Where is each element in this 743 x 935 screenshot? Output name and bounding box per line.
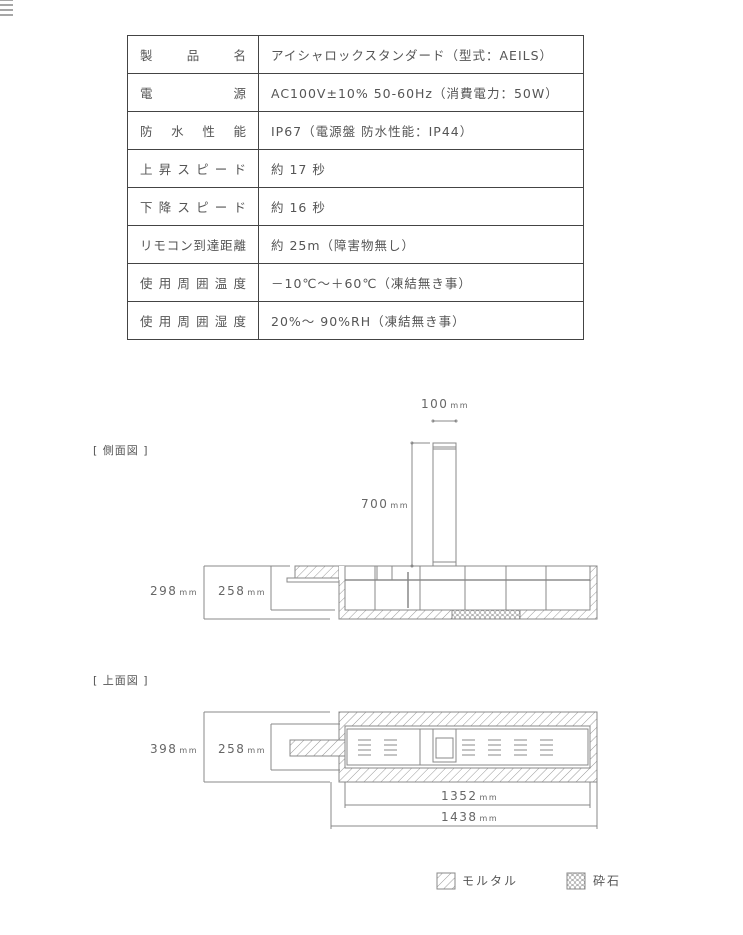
row-value: AC100V±10% 50-60Hz（消費電力：50W）: [258, 73, 584, 112]
row-value: 約 16 秒: [258, 187, 584, 226]
side-view-title: [ 側面図 ]: [93, 444, 149, 457]
row-value: アイシャロックスタンダード（型式：AEILS）: [258, 35, 584, 74]
unit-housing: [344, 565, 591, 611]
legend-gravel-label: 砕石: [593, 874, 622, 888]
mortar-pipe: [289, 739, 346, 757]
row-label: 上昇スピード: [127, 149, 259, 188]
row-value: 約 25m（障害物無し）: [258, 225, 584, 264]
control-box: [432, 728, 457, 763]
row-label: 使用周囲湿度: [127, 301, 259, 340]
table-row: リモコン到達距離約 25m（障害物無し）: [127, 225, 584, 264]
row-label: リモコン到達距離: [127, 225, 259, 264]
row-value: －10℃～＋60℃（凍結無き事）: [258, 263, 584, 302]
bollard-post: [432, 442, 457, 567]
row-value: IP67（電源盤 防水性能：IP44）: [258, 111, 584, 150]
row-value: 約 17 秒: [258, 149, 584, 188]
side-view-drawing: [203, 419, 598, 620]
table-row: 下降スピード約 16 秒: [127, 187, 584, 226]
table-row: 製品名アイシャロックスタンダード（型式：AEILS）: [127, 35, 584, 74]
vent-grilles: [0, 0, 13, 16]
row-label: 製品名: [127, 35, 259, 74]
row-label: 使用周囲温度: [127, 263, 259, 302]
unit-housing: [344, 725, 591, 769]
top-view-title: [ 上面図 ]: [93, 674, 149, 687]
gravel-icon: [566, 872, 586, 890]
row-label: 下降スピード: [127, 187, 259, 226]
mortar-hatch-icon: [436, 872, 456, 890]
gravel-bed: [451, 609, 521, 620]
row-value: 20%～ 90%RH（凍結無き事）: [258, 301, 584, 340]
legend-mortar-label: モルタル: [462, 874, 519, 888]
table-row: 使用周囲温度－10℃～＋60℃（凍結無き事）: [127, 263, 584, 302]
top-view-drawing: [0, 0, 598, 829]
table-row: 上昇スピード約 17 秒: [127, 149, 584, 188]
